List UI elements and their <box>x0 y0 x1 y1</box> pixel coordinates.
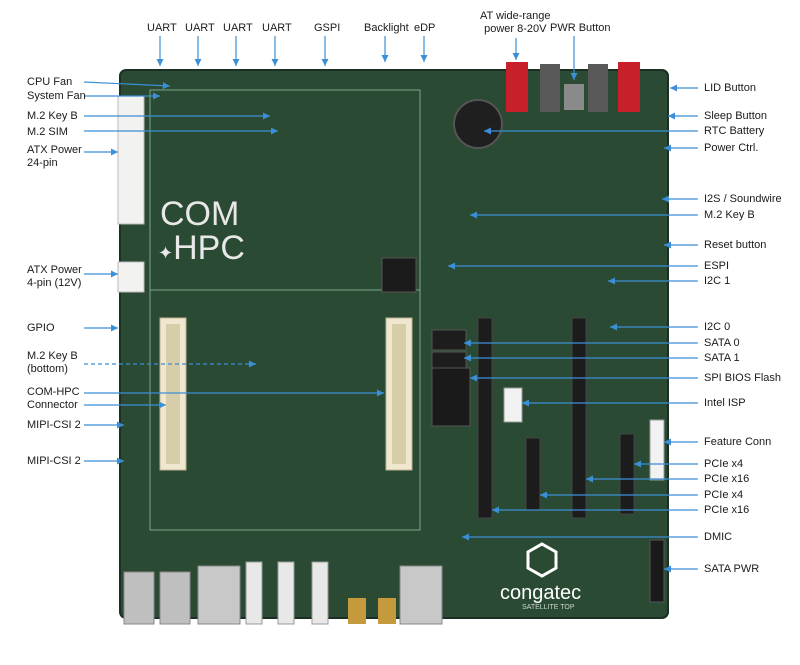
brand-name: congatec <box>500 582 582 604</box>
label-sleep-button: Sleep Button <box>704 110 767 122</box>
silk-text: SATELLITE TOP <box>522 604 575 611</box>
ethernet-port-1 <box>197 565 241 625</box>
label-power-ctrl: Power Ctrl. <box>704 142 759 154</box>
label-pcie-x16-b: PCIe x16 <box>704 504 750 516</box>
label-reset-button: Reset button <box>704 239 767 251</box>
at-power-jack-2 <box>618 62 640 112</box>
sata-power-part <box>649 539 665 603</box>
label-backlight: Backlight <box>364 22 409 34</box>
sparkle-icon: ✦ <box>158 243 174 263</box>
sata-port-0 <box>431 329 467 351</box>
label-i2c1: I2C 1 <box>704 275 731 287</box>
label-m2-sim: M.2 SIM <box>27 126 68 138</box>
label-m2-key-b-right: M.2 Key B <box>704 209 755 221</box>
label-atx-24: ATX Power 24-pin <box>27 144 82 169</box>
usb-c-1 <box>245 561 263 625</box>
label-espi: ESPI <box>704 260 730 272</box>
usb-port-1 <box>123 571 155 625</box>
label-system-fan: System Fan <box>27 90 86 102</box>
board-logo-com: COM <box>160 195 240 233</box>
pwr-button-part <box>564 84 584 110</box>
label-mipi-1: MIPI-CSI 2 <box>27 419 81 431</box>
congatec-hex-logo <box>526 542 558 578</box>
label-i2c0: I2C 0 <box>704 321 731 333</box>
intel-isp-part <box>503 387 523 423</box>
atx-24-pin-connector <box>117 95 145 225</box>
usb-c-2 <box>277 561 295 625</box>
label-cpu-fan: CPU Fan <box>27 76 73 88</box>
label-pcie-x16-a: PCIe x16 <box>704 473 750 485</box>
label-dmic: DMIC <box>704 531 733 543</box>
label-mipi-2: MIPI-CSI 2 <box>27 455 81 467</box>
label-m2-key-b: M.2 Key B <box>27 110 78 122</box>
label-pcie-x4-a: PCIe x4 <box>704 458 744 470</box>
label-rtc-battery: RTC Battery <box>704 125 765 137</box>
label-at-power: AT wide-range power 8-20V <box>480 10 551 35</box>
pcie-slot-x16-left <box>477 317 493 519</box>
rtc-battery <box>453 99 503 149</box>
label-uart-2: UART <box>185 22 215 34</box>
label-pcie-x4-b: PCIe x4 <box>704 489 744 501</box>
label-uart-1: UART <box>147 22 177 34</box>
label-uart-3: UART <box>223 22 253 34</box>
label-pwr-button: PWR Button <box>550 22 611 34</box>
ethernet-port-2 <box>399 565 443 625</box>
usb-port-2 <box>159 571 191 625</box>
label-atx-4: ATX Power 4-pin (12V) <box>27 264 82 289</box>
label-spi-bios: SPI BIOS Flash <box>704 372 782 384</box>
pcie-slot-x4-right <box>619 433 635 515</box>
label-lid-button: LID Button <box>704 82 756 94</box>
label-gspi: GSPI <box>314 22 341 34</box>
board-logo-hpc-text: HPC <box>173 229 245 267</box>
usb-c-3 <box>311 561 329 625</box>
audio-jack-2 <box>378 598 396 624</box>
label-sata1: SATA 1 <box>704 352 740 364</box>
label-sata0: SATA 0 <box>704 337 740 349</box>
label-com-hpc: COM-HPC Connector <box>27 386 80 411</box>
label-edp: eDP <box>414 22 436 34</box>
label-gpio: GPIO <box>27 322 55 334</box>
label-sata-pwr: SATA PWR <box>704 563 760 575</box>
audio-jack-1 <box>348 598 366 624</box>
arrow-cpu-fan <box>83 81 171 90</box>
pcie-slot-x16-right <box>571 317 587 519</box>
module-area-outline <box>149 89 421 531</box>
cpu-chip <box>381 257 417 293</box>
label-m2-key-b-bottom: M.2 Key B (bottom) <box>27 350 78 375</box>
spi-bios-flash-part <box>431 367 471 427</box>
at-power-jack-1 <box>506 62 528 112</box>
label-uart-4: UART <box>262 22 292 34</box>
feature-connector-part <box>649 419 665 481</box>
label-i2s: I2S / Soundwire <box>704 193 782 205</box>
label-feature-conn: Feature Conn <box>704 436 772 448</box>
board-logo-hpc: ✦HPC <box>158 230 245 271</box>
pcie-slot-x4-left <box>525 437 541 511</box>
atx-4-pin-connector <box>117 261 145 293</box>
label-intel-isp: Intel ISP <box>704 397 746 409</box>
